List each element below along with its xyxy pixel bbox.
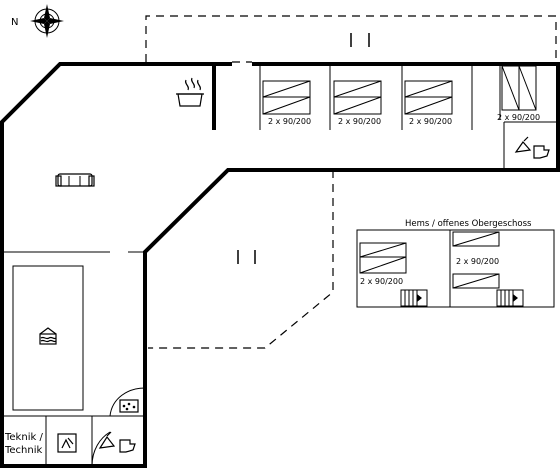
bedroom-partitions xyxy=(259,64,558,170)
shower-toilet-icon-2 xyxy=(98,431,136,453)
shower-toilet-icon xyxy=(514,136,550,159)
bed-label-4: 2 x 90/200 xyxy=(497,113,540,122)
bed-2 xyxy=(333,80,382,115)
technik-label-line2: Technik xyxy=(4,445,43,456)
terrace-outline-top xyxy=(145,15,557,349)
loft-bed-1 xyxy=(359,242,407,274)
pool-room xyxy=(2,251,145,411)
bed-label-1: 2 x 90/200 xyxy=(268,117,311,126)
stair-icon-2 xyxy=(496,289,524,307)
bed-4 xyxy=(501,65,537,111)
whirlpool-icon xyxy=(109,387,146,417)
sofa-icon xyxy=(55,173,95,187)
stair-icon xyxy=(400,289,428,307)
loft-bed-label-2: 2 x 90/200 xyxy=(456,257,499,266)
bottom-rooms xyxy=(2,415,111,467)
loft-bed-label-1: 2 x 90/200 xyxy=(360,277,403,286)
compass-icon xyxy=(30,4,64,38)
bed-label-2: 2 x 90/200 xyxy=(338,117,381,126)
window-marks xyxy=(237,33,370,264)
loft-outline xyxy=(356,229,555,308)
cooking-pot-icon xyxy=(176,77,204,107)
loft-title: Hems / offenes Obergeschoss xyxy=(405,219,532,229)
bed-label-3: 2 x 90/200 xyxy=(409,117,452,126)
technik-label-line1: Teknik / xyxy=(4,432,43,443)
pool-icon xyxy=(39,327,57,345)
washing-machine-icon xyxy=(57,433,77,453)
loft-bed-2 xyxy=(452,231,500,289)
exterior-walls xyxy=(0,62,560,468)
compass-north-label: N xyxy=(11,17,18,28)
bed-1 xyxy=(262,80,311,115)
bed-3 xyxy=(404,80,453,115)
